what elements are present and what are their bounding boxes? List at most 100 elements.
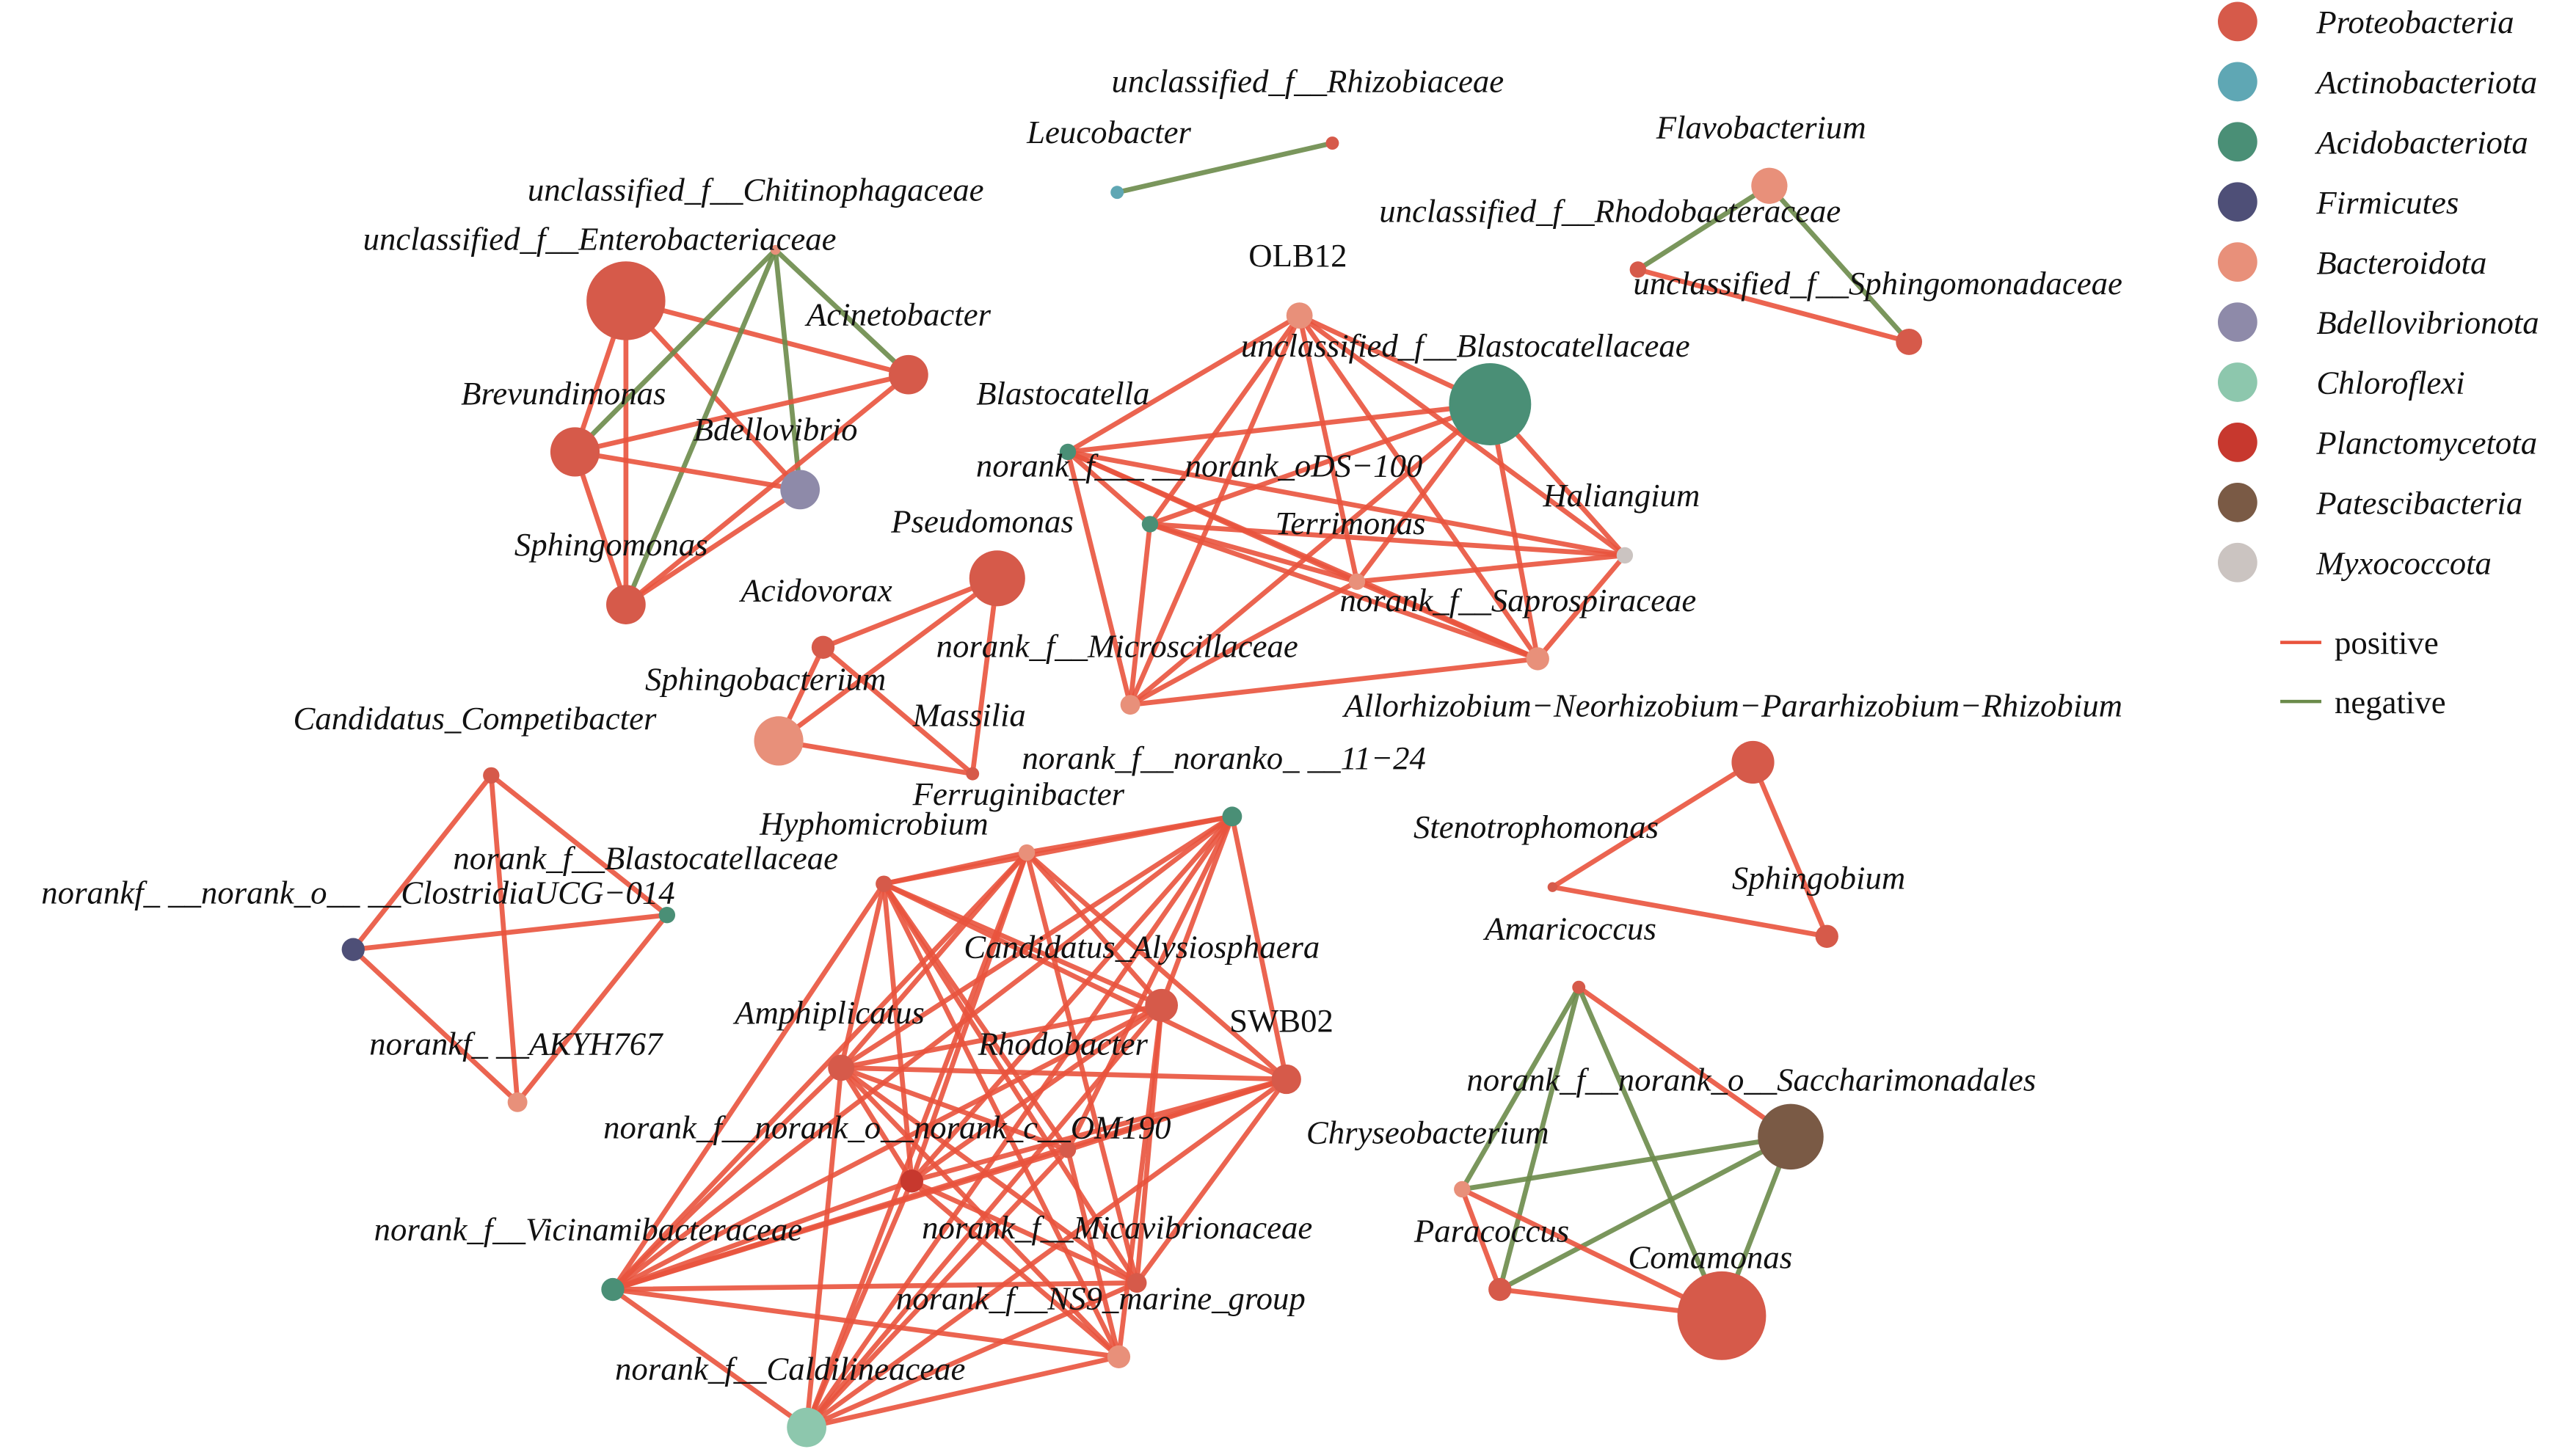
positive-edge-ds1-mic <box>1127 522 1153 707</box>
node-label-swb02: SWB02 <box>1229 1002 1334 1039</box>
positive-edge-ns9-cld <box>804 1280 1140 1430</box>
positive-edge-sph-bde <box>623 487 803 607</box>
node-label-norank-f-norank-o-saccharimonadales: norank_f__norank_o__Saccharimonadales <box>1466 1062 2036 1098</box>
node-norank-f-vicinamibacteraceae <box>601 1277 625 1302</box>
node-label-norank-f-blastocatellaceae: norank_f__Blastocatellaceae <box>453 839 838 876</box>
node-label-norankf-akyh767: norankf_ __AKYH767 <box>369 1025 663 1062</box>
node-label-acidovorax: Acidovorax <box>738 572 892 609</box>
positive-edge-ubl-sap <box>1487 401 1540 662</box>
node-acidovorax <box>811 635 835 659</box>
positive-edge-olb-bla <box>1065 313 1303 455</box>
legend-negative-label: negative <box>2335 684 2446 720</box>
node-label-candidatus-alysiosphaera: Candidatus_Alysiosphaera <box>964 928 1320 965</box>
node-norank-f-norank-o-saccharimonadales <box>1758 1103 1824 1170</box>
node-norank-f-ns9-marine-group <box>1127 1273 1147 1293</box>
positive-edge-bla-hal <box>1065 449 1628 558</box>
negative-edge-leu-rhz <box>1114 140 1335 195</box>
positive-edge-com-nbl <box>488 773 670 918</box>
legend-label-firmicutes: Firmicutes <box>2315 184 2459 221</box>
legend-label-chloroflexi: Chloroflexi <box>2316 365 2464 401</box>
node-label-norank-f-microscillaceae: norank_f__Microscillaceae <box>936 628 1298 665</box>
negative-edge-par-sac <box>1497 1134 1794 1292</box>
legend-label-proteobacteria: Proteobacteria <box>2315 4 2514 40</box>
node-label-terrimonas: Terrimonas <box>1276 505 1426 541</box>
node-olb12 <box>1286 302 1313 329</box>
node-label-flavobacterium: Flavobacterium <box>1656 109 1866 145</box>
positive-edge-swb-cld <box>804 1076 1289 1430</box>
legend-swatch-chloroflexi <box>2218 362 2257 402</box>
node-label-sphingobacterium: Sphingobacterium <box>645 660 886 697</box>
positive-edge-ter-hal <box>1354 552 1628 585</box>
node-label-chryseobacterium: Chryseobacterium <box>1306 1114 1549 1150</box>
positive-edge-mic-ter <box>1127 579 1360 707</box>
negative-edge-fla-smd <box>1767 183 1912 345</box>
node-flavobacterium <box>1751 167 1788 204</box>
positive-edge-bre-sph <box>572 449 629 607</box>
negative-edge-sx-cmm <box>1576 985 1725 1318</box>
legend-swatch-firmicutes <box>2218 182 2257 222</box>
node-unclassified-f-chitinophagaceae <box>770 244 781 255</box>
positive-edge-mca-vic <box>610 1147 1071 1292</box>
node-label-acinetobacter: Acinetobacter <box>804 296 992 333</box>
node-candidatus-competibacter <box>483 767 500 784</box>
node-label-hyphomicrobium: Hyphomicrobium <box>759 805 989 842</box>
node-norankf-akyh767 <box>507 1092 528 1112</box>
positive-edge-olb-mic <box>1127 313 1303 707</box>
node-paracoccus <box>1488 1277 1512 1302</box>
positive-edge-n11-rho <box>1159 814 1235 1008</box>
negative-edge-chi-aci <box>773 247 912 378</box>
node-sx <box>1572 980 1586 994</box>
positive-edge-hyp-vic <box>610 881 887 1292</box>
node-rhodobacter <box>1145 988 1179 1022</box>
positive-edge-all-sbm <box>1750 759 1830 939</box>
legend-swatch-myxococcota <box>2218 542 2257 583</box>
negative-edge-chi-bre <box>572 247 778 455</box>
positive-edge-swb-amp <box>838 1065 1289 1082</box>
node-label-norank-f-micavibrionaceae: norank_f__Micavibrionaceae <box>922 1209 1312 1246</box>
positive-edge-vic-amp <box>610 1065 844 1292</box>
node-label-sphingomonas: Sphingomonas <box>514 526 708 563</box>
node-label-norank-f-ns9-marine-group: norank_f__NS9_marine_group <box>896 1280 1306 1316</box>
positive-edge-mca-bx <box>1065 1147 1121 1359</box>
node-label-haliangium: Haliangium <box>1542 477 1700 514</box>
positive-edge-mca-cld <box>804 1147 1071 1430</box>
positive-edge-ent-aci <box>623 298 912 378</box>
node-hyphomicrobium <box>876 875 892 892</box>
positive-edge-all-ste <box>1550 759 1755 890</box>
node-label-paracoccus: Paracoccus <box>1413 1213 1569 1249</box>
node-label-leucobacter: Leucobacter <box>1026 114 1191 150</box>
positive-edge-cal2-n11 <box>1024 814 1235 855</box>
legend-positive-label: positive <box>2335 624 2439 661</box>
node-norank-f-noranko-11-24 <box>1222 806 1242 827</box>
node-candidatus-alysiosphaera <box>1018 844 1036 861</box>
node-label-pseudomonas: Pseudomonas <box>890 503 1074 540</box>
legend-swatch-bacteroidota <box>2218 242 2257 282</box>
positive-edge-ubl-bla <box>1065 401 1493 455</box>
node-sphingobium <box>1815 924 1838 948</box>
node-sphingobacterium <box>754 716 804 766</box>
positive-edge-aci-sph <box>623 372 912 607</box>
positive-edge-rho-bx <box>1116 1002 1164 1359</box>
positive-edge-ubl-mic <box>1127 401 1493 707</box>
positive-edge-amp-om <box>838 1065 914 1184</box>
positive-edge-ter-sap <box>1354 579 1540 662</box>
legend-swatch-patescibacteria <box>2218 482 2257 522</box>
node-norank-f-microscillaceae <box>1120 695 1140 715</box>
positive-edge-olb-ds1 <box>1147 313 1303 527</box>
label-layer: unclassified_f__Enterobacteriaceaeunclas… <box>41 63 2122 1387</box>
node-label-norank-f-vicinamibacteraceae: norank_f__Vicinamibacteraceae <box>374 1211 802 1247</box>
node-label-massilia: Massilia <box>912 697 1026 734</box>
node-norank-f-saprospiraceae <box>1526 647 1549 671</box>
node-bx <box>1107 1345 1131 1368</box>
positive-edge-rho-amp <box>838 1002 1164 1070</box>
node-label-unclassified-f-rhodobacteraceae: unclassified_f__Rhodobacteraceae <box>1379 193 1841 230</box>
node-label-unclassified-f-blastocatellaceae: unclassified_f__Blastocatellaceae <box>1241 327 1690 364</box>
positive-edge-nbl-aky <box>514 912 670 1105</box>
positive-edge-ds1-hal <box>1147 522 1628 558</box>
positive-edge-vic-bx <box>610 1287 1121 1359</box>
positive-edge-bla-ds1 <box>1065 449 1153 527</box>
positive-edge-com-aky <box>488 773 520 1105</box>
legend-label-acidobacteriota: Acidobacteriota <box>2314 124 2528 161</box>
positive-edge-cld-bx <box>804 1354 1121 1430</box>
